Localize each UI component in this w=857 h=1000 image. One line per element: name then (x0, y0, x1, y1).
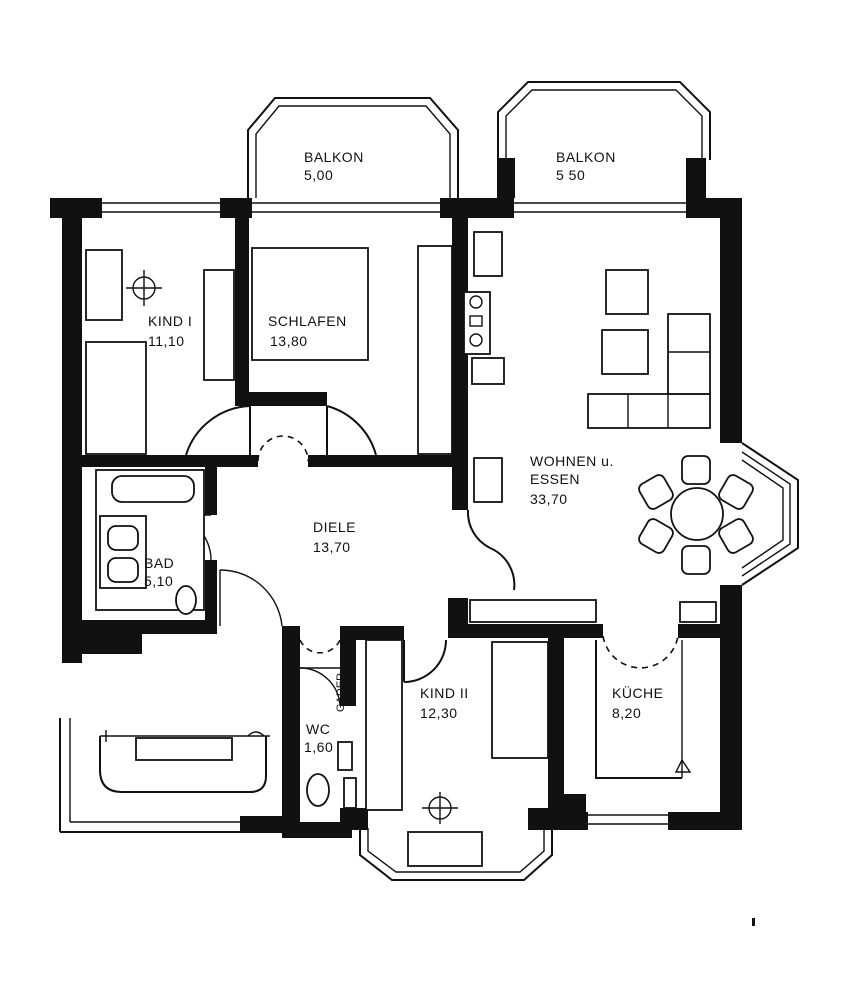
furniture-kueche (595, 640, 692, 779)
top-wall (50, 198, 742, 218)
wohnen-name: WOHNEN u. (530, 453, 614, 469)
schlafen-area: 13,80 (270, 333, 308, 349)
stray-mark (752, 918, 755, 926)
balkon-left-name: BALKON (304, 149, 364, 165)
kind1-area: 11,10 (148, 333, 185, 349)
furniture-kind1 (85, 249, 235, 455)
wc-area: 1,60 (304, 739, 333, 755)
kind1-name: KIND I (148, 313, 192, 329)
balkon-right-area: 5 50 (556, 167, 585, 183)
balkon-left-area: 5,00 (304, 167, 333, 183)
inner-walls (82, 198, 742, 881)
diele-name: DIELE (313, 519, 356, 535)
balcony-left (247, 97, 459, 198)
gader-name: GADER. (335, 670, 347, 712)
bad-area: 5,10 (144, 573, 173, 589)
kind2-area: 12,30 (420, 705, 458, 721)
schlafen-name: SCHLAFEN (268, 313, 347, 329)
kueche-name: KÜCHE (612, 684, 664, 701)
diele-area: 13,70 (313, 539, 351, 555)
outer-walls (62, 198, 799, 830)
balkon-right-name: BALKON (556, 149, 616, 165)
furniture-wohnen (463, 231, 754, 623)
wc-name: WC (306, 721, 330, 737)
labels: BALKON 5,00 BALKON 5 50 KIND I 11,10 SCH… (144, 149, 664, 755)
bad-name: BAD (144, 555, 174, 571)
furniture-wc (306, 741, 357, 809)
wohnen-name-2: ESSEN (530, 471, 580, 487)
balcony-right (497, 81, 711, 198)
kind2-name: KIND II (420, 685, 469, 701)
terrace-southwest (59, 569, 283, 833)
wohnen-area: 33,70 (530, 491, 568, 507)
kueche-area: 8,20 (612, 705, 641, 721)
furniture-schlafen (251, 245, 453, 455)
furniture-kind2 (365, 639, 549, 867)
furniture-bad (95, 469, 205, 615)
